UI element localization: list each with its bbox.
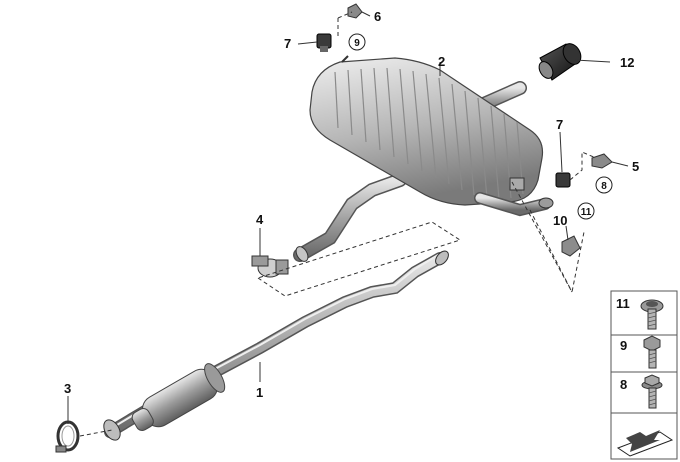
rubber-mount-right (555, 172, 571, 188)
key-label-11: 11 (616, 296, 630, 311)
key-label-8: 8 (620, 377, 627, 392)
direction-arrow-icon (616, 430, 674, 457)
callout-10: 10 (553, 213, 567, 228)
callout-12: 12 (620, 55, 634, 70)
callout-3: 3 (64, 381, 71, 396)
torx-bolt-icon (640, 299, 664, 330)
callout-2: 2 (438, 54, 445, 69)
circled-ref-11-label: 11 (581, 207, 592, 218)
catalytic-converter (131, 363, 226, 431)
leader-lines (67, 11, 629, 424)
circled-ref-11: 11 (577, 202, 595, 220)
bracket-right (591, 153, 613, 169)
key-label-9: 9 (620, 338, 627, 353)
tailpipe-trim (538, 43, 582, 81)
circled-ref-8-label: 8 (601, 181, 607, 192)
circled-ref-9: 9 (348, 33, 366, 51)
rear-silencer (293, 55, 554, 262)
callout-7-upper: 7 (284, 36, 291, 51)
hex-flange-bolt-icon (641, 374, 663, 409)
bracket-upper (347, 3, 363, 19)
callout-5: 5 (632, 159, 639, 174)
circled-ref-8: 8 (595, 176, 613, 194)
hex-bolt-icon (643, 335, 661, 369)
rubber-mount-upper (316, 33, 332, 52)
fastener-key-panel: 11 9 8 (610, 290, 678, 460)
front-pipe-with-catalytic-converter (103, 250, 449, 441)
circled-ref-9-label: 9 (354, 38, 360, 49)
callout-4: 4 (256, 212, 264, 227)
flange-clamp-ring (55, 420, 80, 453)
outlet-bracket (561, 235, 581, 257)
callout-6: 6 (374, 9, 381, 24)
pipe-clamp (251, 255, 289, 278)
callout-7-right: 7 (556, 117, 563, 132)
assembly-dashed-lines (79, 11, 597, 437)
callout-1: 1 (256, 385, 263, 400)
